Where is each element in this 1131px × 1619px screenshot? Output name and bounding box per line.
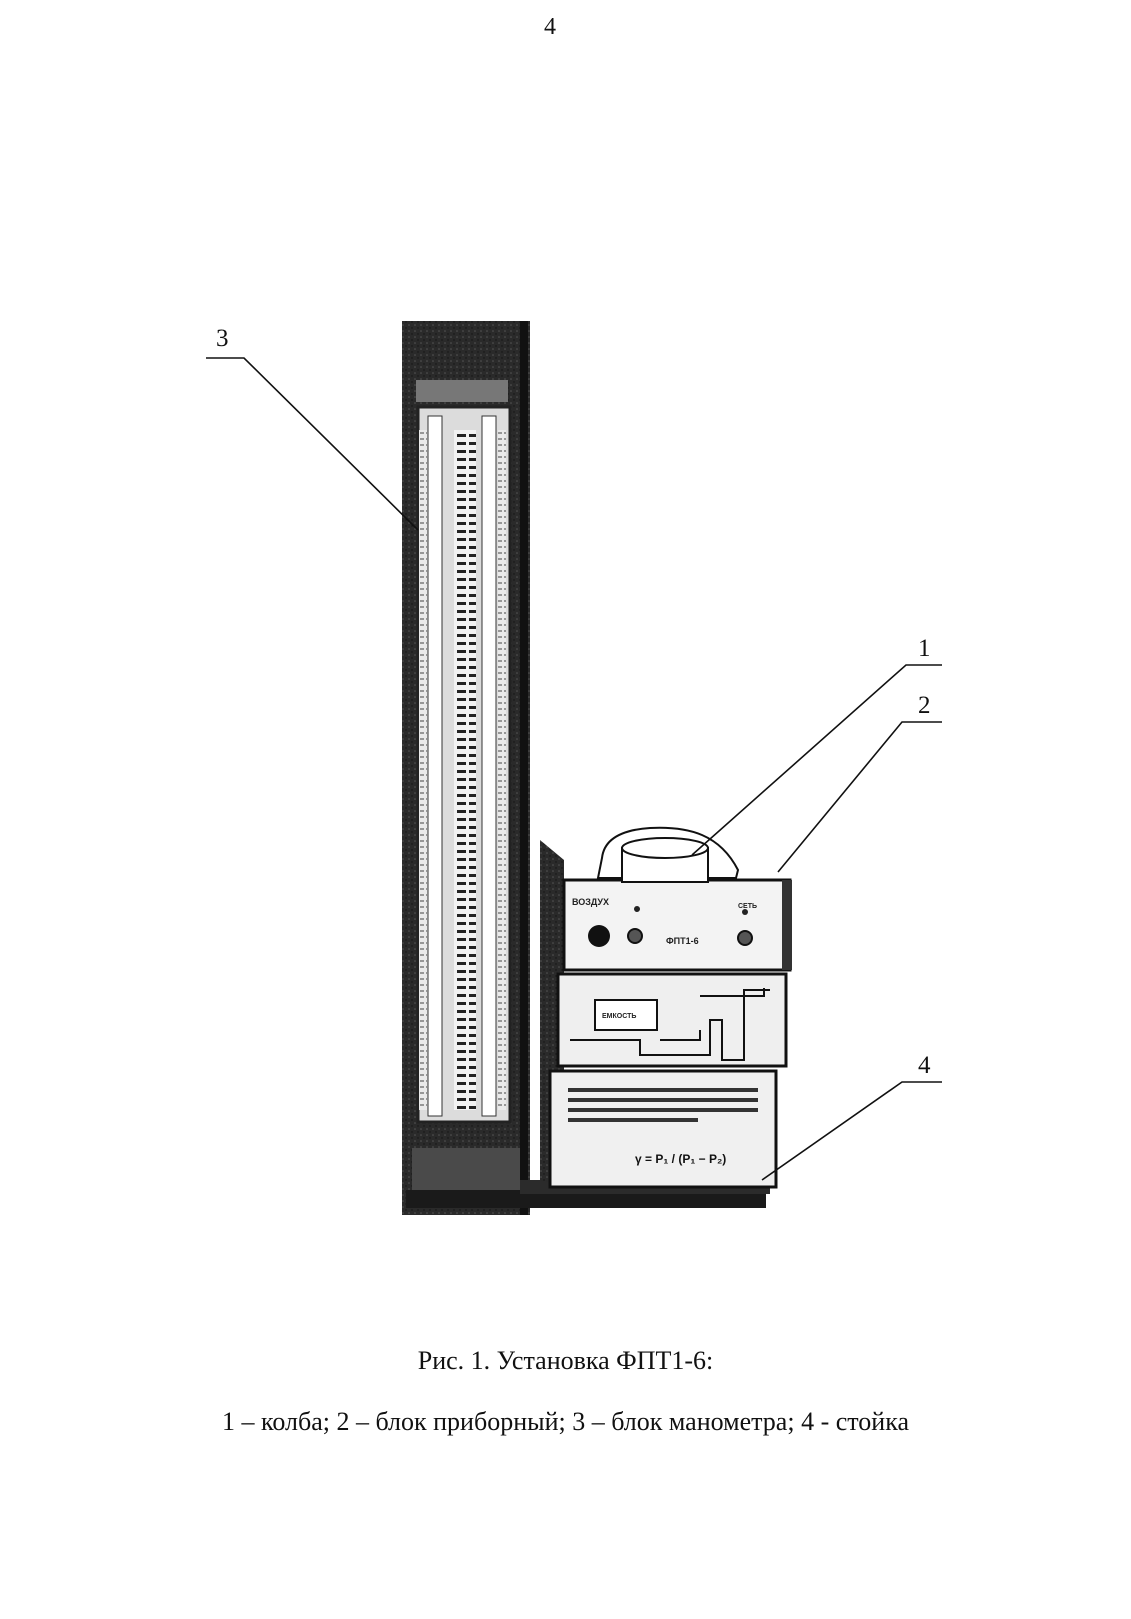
- callout-3: 3: [216, 325, 229, 352]
- panel-capacity-label: ЕМКОСТЬ: [602, 1013, 636, 1020]
- leader-lines: [206, 357, 942, 1181]
- panel-formula: γ = P₁ / (P₁ − P₂): [635, 1152, 726, 1166]
- air-toggle: [627, 928, 643, 944]
- callout-1: 1: [918, 635, 931, 662]
- leader-line-4: [761, 1081, 942, 1181]
- leader-line-2: [777, 721, 942, 873]
- panel-network-label: СЕТЬ: [738, 903, 757, 910]
- instrument-block: ВОЗДУХ СЕТЬ ФПТ1-6 ЕМКОСТЬ γ = P₁ / (P₁ …: [540, 840, 792, 1189]
- panel-air-label: ВОЗДУХ: [572, 897, 609, 907]
- air-knob: [588, 925, 610, 947]
- page-number: 4: [544, 14, 556, 40]
- leader-line-1: [691, 664, 942, 856]
- callout-4: 4: [918, 1052, 931, 1079]
- leader-line-3: [206, 357, 419, 531]
- panel-model-label: ФПТ1-6: [666, 936, 699, 946]
- callout-2: 2: [918, 692, 931, 719]
- flask: [596, 826, 740, 883]
- network-toggle: [737, 930, 753, 946]
- figure-caption-title: Рис. 1. Установка ФПТ1-6:: [417, 1346, 714, 1375]
- figure-caption-legend: 1 – колба; 2 – блок приборный; 3 – блок …: [222, 1407, 909, 1436]
- manometer-block: [402, 321, 530, 1215]
